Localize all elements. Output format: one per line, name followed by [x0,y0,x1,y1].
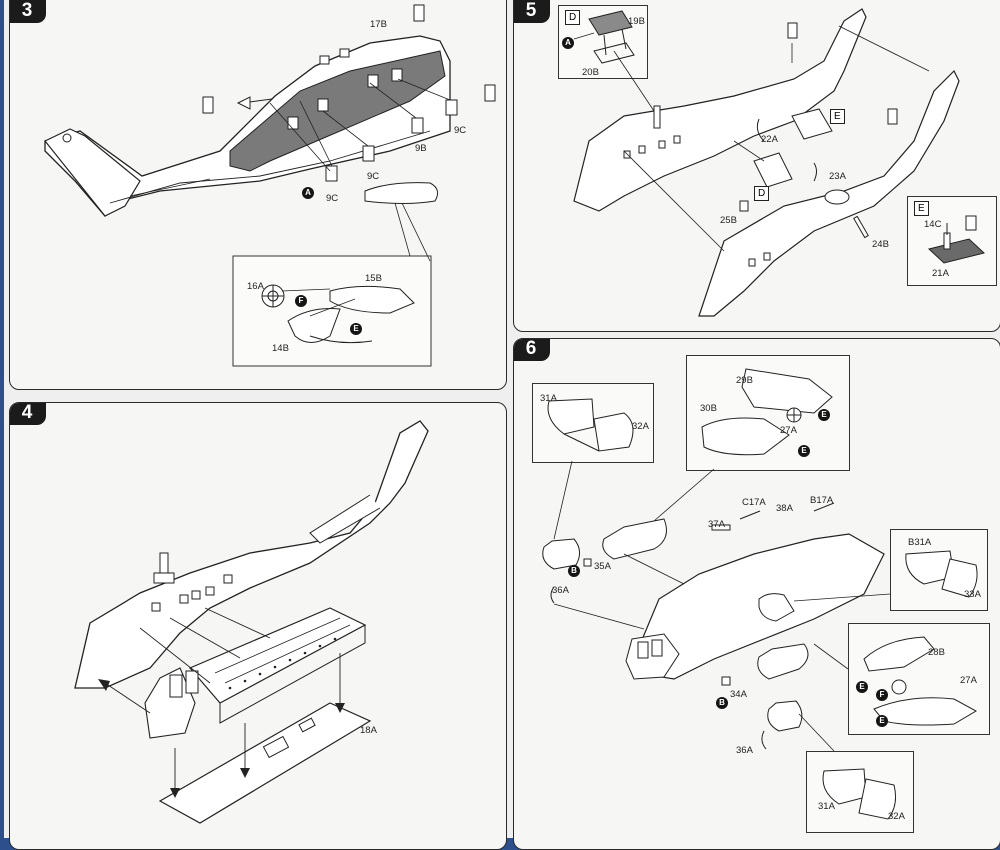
step-6-assembly-drawing [514,339,1000,849]
step-6-badge: 6 [514,339,550,361]
marker-f: F [295,295,307,307]
marker-b-1: B [568,565,580,577]
part-label-9c-1: 9C [326,193,339,204]
part-label-21a: 21A [932,268,949,279]
part-label-14c: 14C [924,219,942,230]
marker-e-4: E [876,715,888,727]
marker-e-2: E [798,445,810,457]
part-label-27a-top: 27A [780,425,797,436]
part-label-33a: 33A [964,589,981,600]
part-label-36a-left: 36A [552,585,569,596]
part-label-20b: 20B [582,67,599,78]
step-5-fuselage-drawing [514,0,1000,331]
part-label-35a: 35A [594,561,611,572]
part-label-34a: 34A [730,689,747,700]
instruction-sheet: 3 [4,0,1000,850]
step-5-panel: 5 D E [513,0,1000,332]
part-label-37a: 37A [708,519,725,530]
part-label-32a-bottom: 32A [888,811,905,822]
part-label-38a: 38A [776,503,793,514]
detail-box-e: E [907,196,997,286]
step-3-panel: 3 [9,0,507,390]
part-label-24b: 24B [872,239,889,250]
step-3-fuselage-drawing [10,0,506,389]
detail-box-e-label: E [914,201,929,216]
part-label-c17a: C17A [742,497,766,508]
part-label-17b: 17B [370,19,387,30]
part-label-14b: 14B [272,343,289,354]
part-label-29b: 29B [736,375,753,386]
part-label-31a-bottom: 31A [818,801,835,812]
part-label-36a-bottom: 36A [736,745,753,756]
part-label-9c-2: 9C [367,171,380,182]
marker-a: A [302,187,314,199]
step-5-badge: 5 [514,0,550,23]
part-label-28b: 28B [928,647,945,658]
part-label-22a: 22A [761,134,778,145]
part-label-b31a: B31A [908,537,932,548]
part-label-19b: 19B [628,16,645,27]
marker-a-step5: A [562,37,574,49]
step-4-panel: 4 [9,402,507,850]
marker-e: E [350,323,362,335]
part-label-15b: 15B [365,273,382,284]
marker-b-2: B [716,697,728,709]
marker-f: F [876,689,888,701]
step-6-panel: 6 [513,338,1000,850]
part-label-9c-3: 9C [454,125,467,136]
part-label-27a-right: 27A [960,675,977,686]
part-label-30b: 30B [700,403,717,414]
detail-box-d-label: D [565,10,581,25]
callout-d: D [754,186,770,201]
part-label-23a: 23A [829,171,846,182]
part-label-32a-top: 32A [632,421,649,432]
step-3-badge: 3 [10,0,46,23]
step-4-badge: 4 [10,403,46,425]
part-label-31a-top: 31A [540,393,557,404]
part-label-9b: 9B [415,143,427,154]
marker-e-3: E [856,681,868,693]
part-label-18a: 18A [360,725,377,736]
part-label-b17a: B17A [810,495,834,506]
step-4-fuselage-drawing [10,403,506,849]
part-label-16a: 16A [247,281,264,292]
marker-e-1: E [818,409,830,421]
part-label-25b: 25B [720,215,737,226]
callout-e: E [830,109,845,124]
